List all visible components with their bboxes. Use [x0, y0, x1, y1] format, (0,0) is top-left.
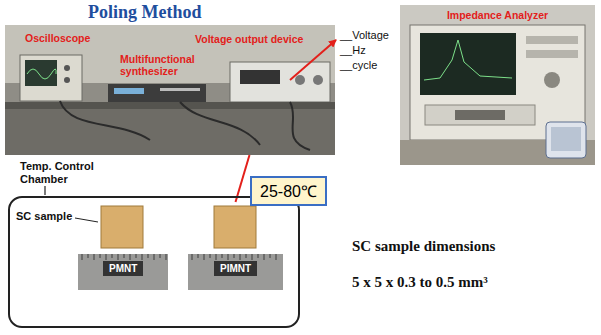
analyzer-photo-part — [455, 110, 505, 120]
node-text: Temp. Control Chamber — [20, 160, 130, 186]
equipment-photo-part — [230, 62, 330, 102]
sample-label: PIMNT — [214, 261, 257, 276]
equipment-photo-part — [5, 109, 335, 155]
title: Poling Method — [88, 2, 202, 23]
analyzer-photo-part — [526, 36, 578, 44]
analyzer-photo-part — [551, 127, 581, 151]
sample-fixtures-part — [188, 254, 283, 290]
equipment-photo-part — [160, 88, 200, 91]
analyzer-photo-box: Impedance Analyzer — [400, 5, 595, 165]
pmnt-sample: PMNT — [78, 202, 168, 292]
note-label: __Hz — [340, 44, 366, 56]
note-label: __cycle — [340, 59, 377, 71]
analyzer-photo-part — [544, 72, 560, 88]
sample-fixtures-part — [44, 186, 45, 195]
analyzer-photo-part — [424, 40, 512, 80]
temperature-box: 25-80℃ — [250, 176, 327, 206]
analyzer-photo-part — [526, 50, 578, 58]
equipment-photo-part — [108, 84, 206, 102]
node-text: Voltage output device — [195, 33, 303, 45]
note-label: SC sample — [16, 210, 72, 222]
equipment-photo — [5, 25, 336, 155]
sample-fixtures-part — [82, 254, 166, 260]
note-label: SC sample dimensions — [352, 238, 495, 255]
node-text: Impedance Analyzer — [400, 9, 595, 21]
connector-line — [236, 155, 250, 202]
sample-fixtures-part — [214, 206, 256, 248]
equipment-photo-part — [240, 70, 280, 84]
equipment-photo-part — [60, 101, 310, 150]
equipment-photo-part — [64, 65, 70, 71]
equipment-photo-part — [20, 55, 82, 101]
equipment-photo-box: OscilloscopeMultifunctional synthesizer V… — [5, 25, 335, 155]
equipment-photo-part — [5, 102, 335, 109]
sample-fixtures — [45, 186, 283, 290]
equipment-photo-part — [25, 60, 57, 86]
equipment-photo-part — [5, 25, 335, 155]
analyzer-photo-part — [425, 105, 535, 125]
node-text: Oscilloscope — [25, 32, 90, 44]
analyzer-photo — [400, 5, 595, 165]
sample-fixtures-part — [78, 254, 168, 290]
equipment-photo-part — [290, 40, 336, 80]
sample-fixtures-part — [192, 254, 276, 260]
equipment-photo-part — [313, 75, 323, 85]
sample-fixtures-part — [101, 206, 143, 248]
analyzer-photo-part — [546, 122, 586, 158]
node-text: 25-80℃ — [260, 180, 317, 202]
note-label: 5 x 5 x 0.3 to 0.5 mm³ — [352, 274, 488, 291]
sample-label: PMNT — [103, 261, 143, 276]
equipment-photo-part — [295, 75, 305, 85]
sample-fixtures-part — [75, 218, 98, 222]
analyzer-photo-part — [420, 33, 516, 95]
analyzer-photo-part — [400, 5, 595, 165]
equipment-photo-part — [114, 88, 144, 94]
pimnt-sample: PIMNT — [188, 202, 283, 292]
equipment-photo-part — [64, 77, 70, 83]
node-text: Multifunctional synthesizer — [120, 53, 220, 77]
note-label: __Voltage — [340, 29, 389, 41]
equipment-photo-part — [27, 69, 56, 79]
